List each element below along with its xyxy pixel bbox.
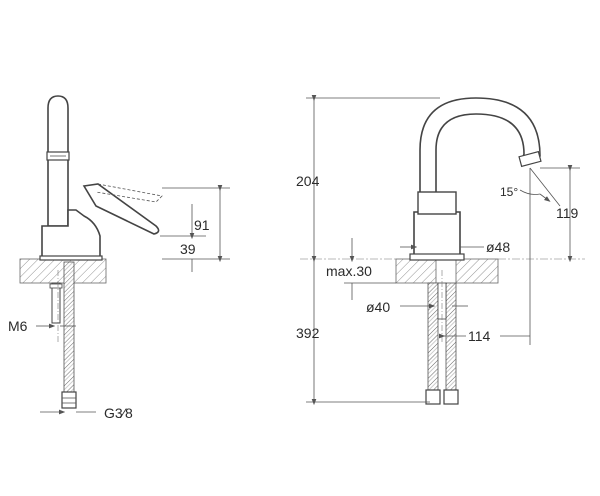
dim-g38: G3⁄8 [104,405,133,421]
hose-front-right [445,282,457,392]
dim-204: 204 [296,173,320,189]
aerator-front [518,150,542,168]
countertop-right-part [455,258,499,284]
dim-m6: M6 [8,318,28,334]
dim-15deg: 15° [500,185,518,199]
threaded-rod [51,282,61,324]
countertop-left [19,258,107,284]
dim-114: 114 [468,328,491,344]
hose-side [63,261,75,393]
dim-max30: max.30 [326,263,372,279]
hose-nut-front-left [425,389,441,405]
front-view: 204 392 max.30 ø48 ø40 114 119 15° [296,94,585,406]
dim-119: 119 [556,205,579,221]
hose-front-left [427,282,439,392]
dim-39: 39 [180,241,196,257]
body-front [413,211,461,259]
hose-nut-side [61,391,77,409]
lever-side [82,183,160,235]
dim-o48: ø48 [486,239,510,255]
countertop-left-part [395,258,437,284]
dim-91: 91 [194,217,210,233]
spout-tube-side [47,95,69,227]
dim-392: 392 [296,325,320,341]
side-view: 91 39 M6 G3⁄8 [8,95,230,421]
dim-o40: ø40 [366,299,390,315]
hose-nut-front-right [443,389,459,405]
body-side [41,209,101,259]
